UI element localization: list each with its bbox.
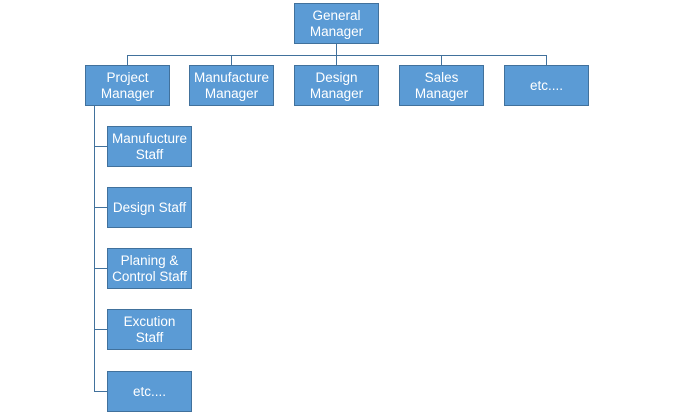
excution-staff-box: Excution Staff	[107, 309, 192, 350]
connector-manager-bus	[127, 55, 547, 56]
connector-design-manager	[336, 55, 337, 65]
connector-etc-manager	[546, 55, 547, 65]
general-manager-box: General Manager	[294, 3, 379, 44]
design-manager-box: Design Manager	[294, 65, 379, 106]
planing-control-staff-box: Planing & Control Staff	[107, 248, 192, 289]
manufucture-staff-box: Manufucture Staff	[107, 126, 192, 167]
connector-staff-spine	[94, 105, 95, 392]
connector-root-down	[336, 43, 337, 55]
connector-staff-4	[94, 329, 107, 330]
manufacture-manager-box: Manufacture Manager	[189, 65, 274, 106]
design-staff-box: Design Staff	[107, 187, 192, 228]
connector-manufacture-manager	[231, 55, 232, 65]
project-manager-box: Project Manager	[85, 65, 170, 106]
connector-staff-2	[94, 207, 107, 208]
connector-staff-5	[94, 391, 107, 392]
connector-sales-manager	[441, 55, 442, 65]
connector-project-manager	[127, 55, 128, 65]
etc-staff-box: etc....	[107, 371, 192, 412]
connector-staff-3	[94, 268, 107, 269]
connector-staff-1	[94, 146, 107, 147]
sales-manager-box: Sales Manager	[399, 65, 484, 106]
etc-manager-box: etc....	[504, 65, 589, 106]
